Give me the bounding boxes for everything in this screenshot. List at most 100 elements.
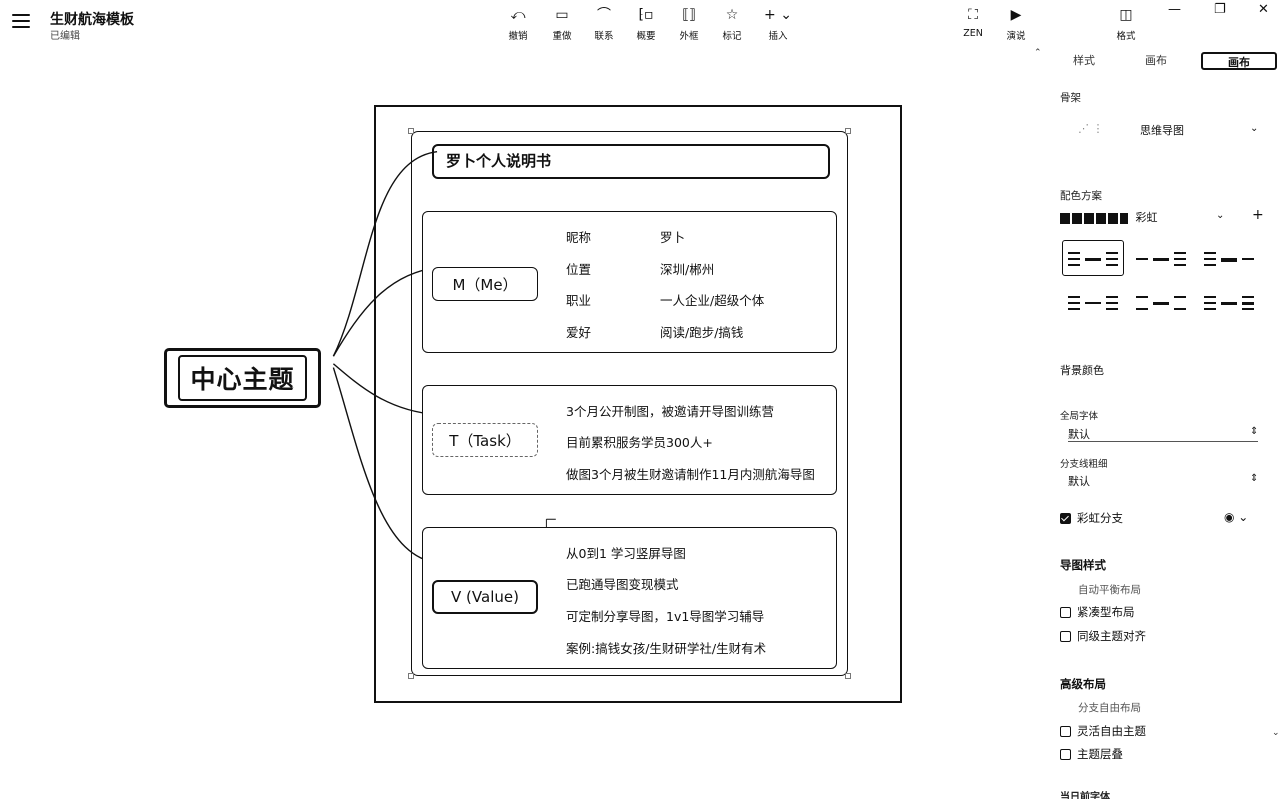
branch-topic-t[interactable]: T（Task）: [432, 423, 538, 457]
summary-button[interactable]: ⁅▫ 概要: [622, 6, 670, 42]
leaf-topic[interactable]: 从0到1 学习竖屏导图: [566, 546, 686, 561]
layout-option[interactable]: [1198, 284, 1260, 320]
leaf-topic[interactable]: 案例:搞钱女孩/生财研学社/生财有术: [566, 641, 767, 656]
background-color-label[interactable]: 背景颜色: [1060, 364, 1104, 377]
partial-section-label: 当日前字体: [1060, 792, 1110, 799]
leaf-topic[interactable]: 可定制分享导图，1v1导图学习辅导: [566, 609, 765, 624]
branch-card-t: [422, 385, 837, 495]
branch-thickness-select[interactable]: 默认 ⇕: [1068, 473, 1259, 488]
checkbox-icon: [1060, 630, 1071, 642]
layout-option[interactable]: [1062, 240, 1124, 276]
leaf-topic[interactable]: 已跑通导图变现模式: [566, 577, 679, 592]
star-icon: ☆: [725, 7, 739, 23]
relation-icon: ⌒: [597, 7, 611, 23]
redo-button[interactable]: ▭ 重做: [538, 6, 586, 42]
leaf-value[interactable]: 阅读/跑步/搞钱: [660, 325, 744, 340]
layout-option[interactable]: [1130, 284, 1192, 320]
relation-button[interactable]: ⌒ 联系: [580, 6, 628, 42]
leaf-value[interactable]: 深圳/郴州: [660, 262, 715, 277]
zen-button[interactable]: ⛶ ZEN: [949, 6, 997, 39]
menu-icon[interactable]: [12, 14, 30, 30]
top-bar: 生财航海模板 已编辑 ⤺ 撤销 ▭ 重做 ⌒ 联系 ⁅▫ 概要 ⟦⟧ 外框 ☆ …: [0, 0, 1280, 46]
boundary-icon: ⟦⟧: [682, 7, 696, 23]
stepper-icon: ⇕: [1250, 426, 1259, 437]
checkbox-checked-icon: [1060, 512, 1071, 524]
branch-topic-m[interactable]: M（Me）: [432, 267, 538, 301]
tab-style[interactable]: 样式: [1073, 54, 1095, 67]
summary-icon: ⁅▫: [638, 7, 654, 23]
selection-handle[interactable]: [845, 673, 851, 679]
stepper-icon: ⇕: [1250, 473, 1259, 484]
zen-icon: ⛶: [968, 7, 978, 23]
checkbox-icon: [1060, 725, 1071, 737]
insert-button[interactable]: + ⌄ 插入: [754, 6, 802, 42]
global-font-label: 全局字体: [1060, 411, 1099, 422]
leaf-topic[interactable]: 做图3个月被生财邀请制作11月内测航海导图: [566, 467, 815, 482]
leaf-value[interactable]: 一人企业/超级个体: [660, 293, 765, 308]
content-frame[interactable]: [411, 131, 848, 676]
leaf-topic[interactable]: 位置: [566, 262, 592, 277]
present-button[interactable]: ▶ 演说: [992, 6, 1040, 42]
branch-free-note: 分支自由布局: [1078, 702, 1141, 714]
flexible-free-topic-toggle[interactable]: 灵活自由主题: [1060, 723, 1146, 739]
leaf-topic[interactable]: 昵称: [566, 230, 592, 245]
branch-thickness-label: 分支线粗细: [1060, 459, 1108, 470]
leaf-value[interactable]: 罗卜: [660, 230, 686, 245]
tab-canvas[interactable]: 画布: [1201, 52, 1277, 70]
format-icon: ◫: [1119, 7, 1133, 23]
branch-card-m: [422, 211, 837, 353]
scroll-down-icon[interactable]: ⌄: [1272, 728, 1280, 738]
leaf-topic[interactable]: 爱好: [566, 325, 592, 340]
restore-icon[interactable]: ❐: [1214, 2, 1226, 17]
leaf-topic[interactable]: 职业: [566, 293, 592, 308]
layout-option[interactable]: [1062, 284, 1124, 320]
compact-layout-toggle[interactable]: 紧凑型布局: [1060, 604, 1135, 620]
panel-tabs: 样式 画布 画布: [1058, 52, 1278, 70]
boundary-button[interactable]: ⟦⟧ 外框: [665, 6, 713, 42]
plus-icon: + ⌄: [764, 7, 792, 23]
format-panel: ⌃ ⌄ 样式 画布 画布 骨架 ⋰ ⋮ 思维导图 ⌄ 配色方案 彩虹 ⌄ +: [1034, 46, 1280, 799]
checkbox-icon: [1060, 748, 1071, 760]
color-picker-icon[interactable]: ◉ ⌄: [1224, 510, 1249, 524]
map-style-heading: 导图样式: [1060, 558, 1106, 572]
rainbow-branch-toggle[interactable]: 彩虹分支: [1060, 510, 1123, 526]
add-scheme-icon[interactable]: +: [1252, 207, 1264, 223]
central-topic-label: 中心主题: [178, 355, 307, 401]
title-topic[interactable]: 罗卜个人说明书: [432, 144, 830, 179]
leaf-topic[interactable]: 3个月公开制图，被邀请开导图训练营: [566, 404, 774, 419]
scroll-up-icon[interactable]: ⌃: [1034, 48, 1042, 58]
selection-handle[interactable]: [408, 128, 414, 134]
layout-options: [1062, 240, 1262, 320]
chevron-down-icon: ⌄: [1250, 123, 1259, 134]
topic-overlap-toggle[interactable]: 主题层叠: [1060, 746, 1123, 762]
document-title[interactable]: 生财航海模板: [50, 12, 134, 28]
redo-icon: ▭: [555, 7, 569, 23]
selection-handle[interactable]: [845, 128, 851, 134]
global-font-select[interactable]: 默认 ⇕: [1068, 426, 1259, 442]
page-frame: [374, 105, 902, 703]
minimize-icon[interactable]: —: [1168, 2, 1181, 17]
leaf-topic[interactable]: 目前累积服务学员300人+: [566, 435, 713, 450]
color-scheme-select[interactable]: 彩虹 ⌄ +: [1060, 207, 1270, 225]
layout-option[interactable]: [1130, 240, 1192, 276]
skeleton-preview-icon: ⋰ ⋮: [1078, 122, 1104, 135]
tab-canvas-alt[interactable]: 画布: [1145, 54, 1167, 67]
close-icon[interactable]: ✕: [1258, 2, 1269, 17]
mark-button[interactable]: ☆ 标记: [708, 6, 756, 42]
branch-topic-v[interactable]: V (Value): [432, 580, 538, 614]
layout-option[interactable]: [1198, 240, 1260, 276]
color-swatch-icon: [1060, 212, 1128, 224]
auto-balance-note: 自动平衡布局: [1078, 584, 1141, 596]
skeleton-label: 骨架: [1060, 92, 1081, 104]
central-topic[interactable]: 中心主题: [164, 348, 321, 408]
align-same-level-toggle[interactable]: 同级主题对齐: [1060, 628, 1146, 644]
undo-button[interactable]: ⤺ 撤销: [494, 6, 542, 42]
checkbox-icon: [1060, 606, 1071, 618]
document-status: 已编辑: [50, 31, 80, 42]
present-icon: ▶: [1010, 7, 1022, 23]
chevron-down-icon: ⌄: [1216, 210, 1225, 221]
format-button[interactable]: ◫ 格式: [1102, 6, 1150, 42]
selection-handle[interactable]: [408, 673, 414, 679]
color-scheme-label: 配色方案: [1060, 190, 1102, 202]
skeleton-select[interactable]: ⋰ ⋮ 思维导图 ⌄: [1078, 122, 1259, 137]
